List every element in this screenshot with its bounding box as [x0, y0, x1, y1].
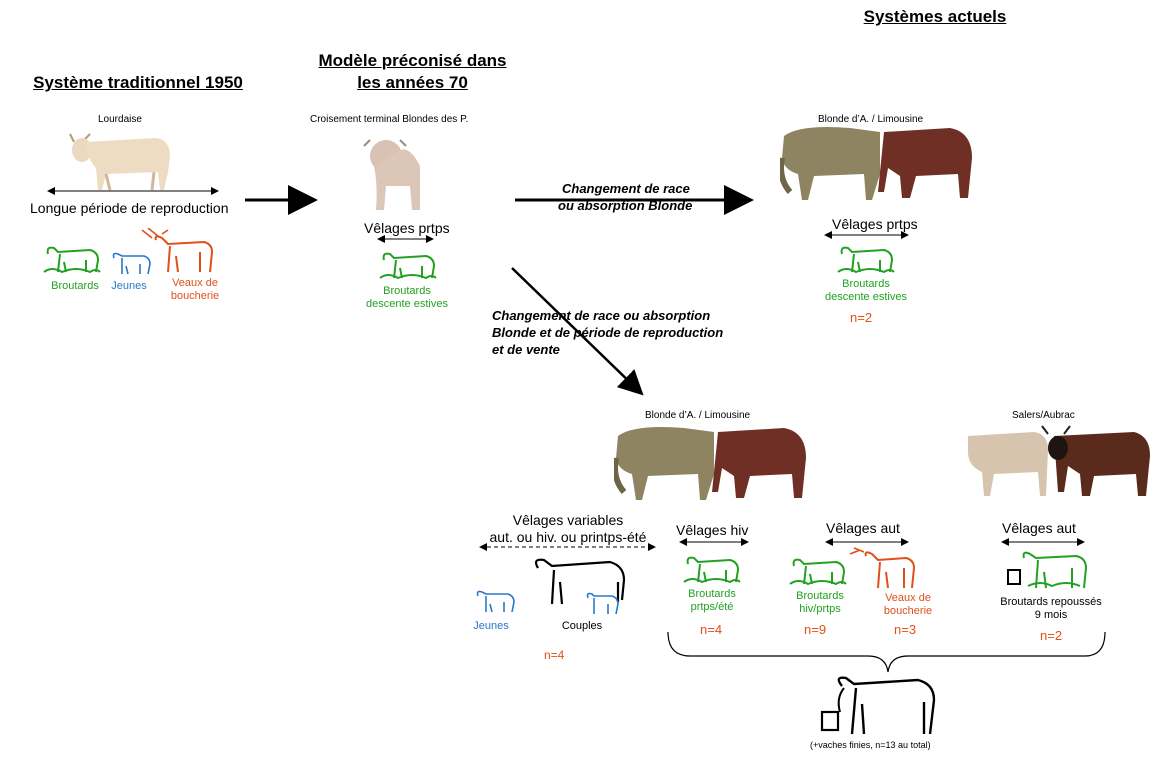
- broutards-calf-icon-aut: [789, 558, 847, 586]
- label-broutards-hiv-line1: Broutards: [688, 588, 736, 600]
- title-traditional: Système traditionnel 1950: [33, 73, 243, 92]
- label-veaux-aut: Veaux de boucherie: [868, 592, 948, 618]
- blonde-pyrenees-cow-image: [363, 139, 420, 210]
- count-current-top: n=2: [850, 310, 873, 325]
- traditional-period-label: Longue période de reproduction: [30, 200, 229, 216]
- salers-velages-label: Vêlages aut: [1002, 520, 1076, 536]
- label-broutards-repousses: Broutards repoussés 9 mois: [996, 596, 1106, 622]
- title-model-line1: Modèle préconisé dans: [318, 51, 507, 70]
- lourdaise-cow-image: [69, 133, 170, 191]
- label-broutards-repousses-line1: Broutards repoussés: [1000, 596, 1102, 608]
- label-veaux-traditional-line1: Veaux de: [172, 277, 218, 289]
- veaux-calf-icon-traditional: [141, 228, 214, 273]
- label-broutards-aut-line1: Broutards: [796, 590, 844, 602]
- finished-cow-icon: [820, 676, 936, 735]
- label-broutards-hiv: Broutards prtps/été: [672, 588, 752, 614]
- arrow-label-upper: Changement de race ou absorption Blonde: [558, 180, 692, 214]
- veaux-calf-icon-aut: [849, 547, 916, 589]
- hiv-velages-label: Vêlages hiv: [676, 522, 749, 538]
- arrow-label-upper-line1: Changement de race: [562, 181, 690, 196]
- label-broutards-hiv-line2: prtps/été: [690, 601, 734, 613]
- grouping-brace: [667, 631, 1106, 673]
- broutards-calf-icon-traditional: [43, 246, 101, 274]
- label-couples: Couples: [561, 620, 603, 632]
- broutards-bucket-calf-icon: [1007, 551, 1088, 589]
- label-broutards-repousses-line2: 9 mois: [1034, 609, 1068, 621]
- broutards-calf-icon-current-top: [837, 246, 895, 274]
- label-jeunes-bottom: Jeunes: [473, 620, 509, 632]
- label-broutards-model70-line1: Broutards: [383, 285, 431, 297]
- title-model-line2: les années 70: [357, 73, 468, 92]
- label-broutards-aut: Broutards hiv/prtps: [780, 590, 860, 616]
- arrow-label-lower-line1: Changement de race ou absorption: [492, 308, 711, 323]
- arrow-label-upper-line2: ou absorption Blonde: [558, 198, 693, 213]
- label-broutards-current-top-line2: descente estives: [825, 291, 907, 303]
- label-broutards-traditional: Broutards: [51, 280, 99, 292]
- arrow-70-to-current-bottom: [511, 267, 644, 396]
- variable-velages-label: Vêlages variables aut. ou hiv. ou printp…: [468, 512, 668, 546]
- salers-aubrac-cows-image: [968, 425, 1150, 496]
- variable-velages-line2: aut. ou hiv. ou printps-été: [489, 529, 647, 545]
- arrow-label-lower-line2: Blonde et de période de reproduction: [492, 325, 724, 340]
- model70-velages-label: Vêlages prtps: [364, 220, 450, 236]
- count-aut-broutards: n=9: [804, 622, 827, 637]
- label-total: (+vaches finies, n=13 au total): [810, 740, 931, 750]
- label-broutards-current-top: Broutards descente estives: [811, 278, 921, 304]
- jeunes-calf-icon-bottom: [476, 590, 515, 613]
- breed-blonde-limousine-bottom-label: Blonde d’A. / Limousine: [645, 410, 751, 421]
- breed-blondes-pyrenees-label: Croisement terminal Blondes des P.: [310, 114, 469, 125]
- label-broutards-model70: Broutards descente estives: [352, 285, 462, 311]
- blonde-limousine-cows-image-bottom: [614, 427, 806, 500]
- count-aut-veaux: n=3: [894, 622, 917, 637]
- broutards-calf-icon-hiv: [683, 556, 741, 584]
- label-broutards-model70-line2: descente estives: [366, 298, 448, 310]
- count-salers: n=2: [1040, 628, 1063, 643]
- count-hiv: n=4: [700, 622, 723, 637]
- label-veaux-traditional: Veaux de boucherie: [160, 277, 230, 303]
- variable-velages-line1: Vêlages variables: [512, 512, 624, 528]
- jeunes-calf-icon-traditional: [112, 252, 151, 275]
- blonde-limousine-cows-image-top: [780, 127, 972, 200]
- title-model-70: Modèle préconisé dans les années 70: [285, 50, 540, 94]
- breed-lourdaise-label: Lourdaise: [98, 114, 142, 125]
- label-broutards-aut-line2: hiv/prtps: [799, 603, 841, 615]
- aut-velages-label: Vêlages aut: [826, 520, 900, 536]
- label-veaux-aut-line1: Veaux de: [885, 592, 931, 604]
- label-jeunes-traditional: Jeunes: [111, 280, 147, 292]
- count-variable: n=4: [544, 648, 565, 662]
- cow-calf-couple-icon: [534, 558, 626, 615]
- label-veaux-aut-line2: boucherie: [883, 605, 933, 617]
- arrow-label-lower-line3: et de vente: [492, 342, 560, 357]
- broutards-calf-icon-model70: [379, 252, 437, 280]
- label-veaux-traditional-line2: boucherie: [170, 290, 220, 302]
- breed-blonde-limousine-top-label: Blonde d’A. / Limousine: [818, 114, 924, 125]
- title-current: Systèmes actuels: [863, 7, 1007, 26]
- arrow-label-lower: Changement de race ou absorption Blonde …: [492, 307, 723, 358]
- label-broutards-current-top-line1: Broutards: [842, 278, 890, 290]
- current-top-velages-label: Vêlages prtps: [832, 216, 918, 232]
- breed-salers-aubrac-label: Salers/Aubrac: [1012, 410, 1075, 421]
